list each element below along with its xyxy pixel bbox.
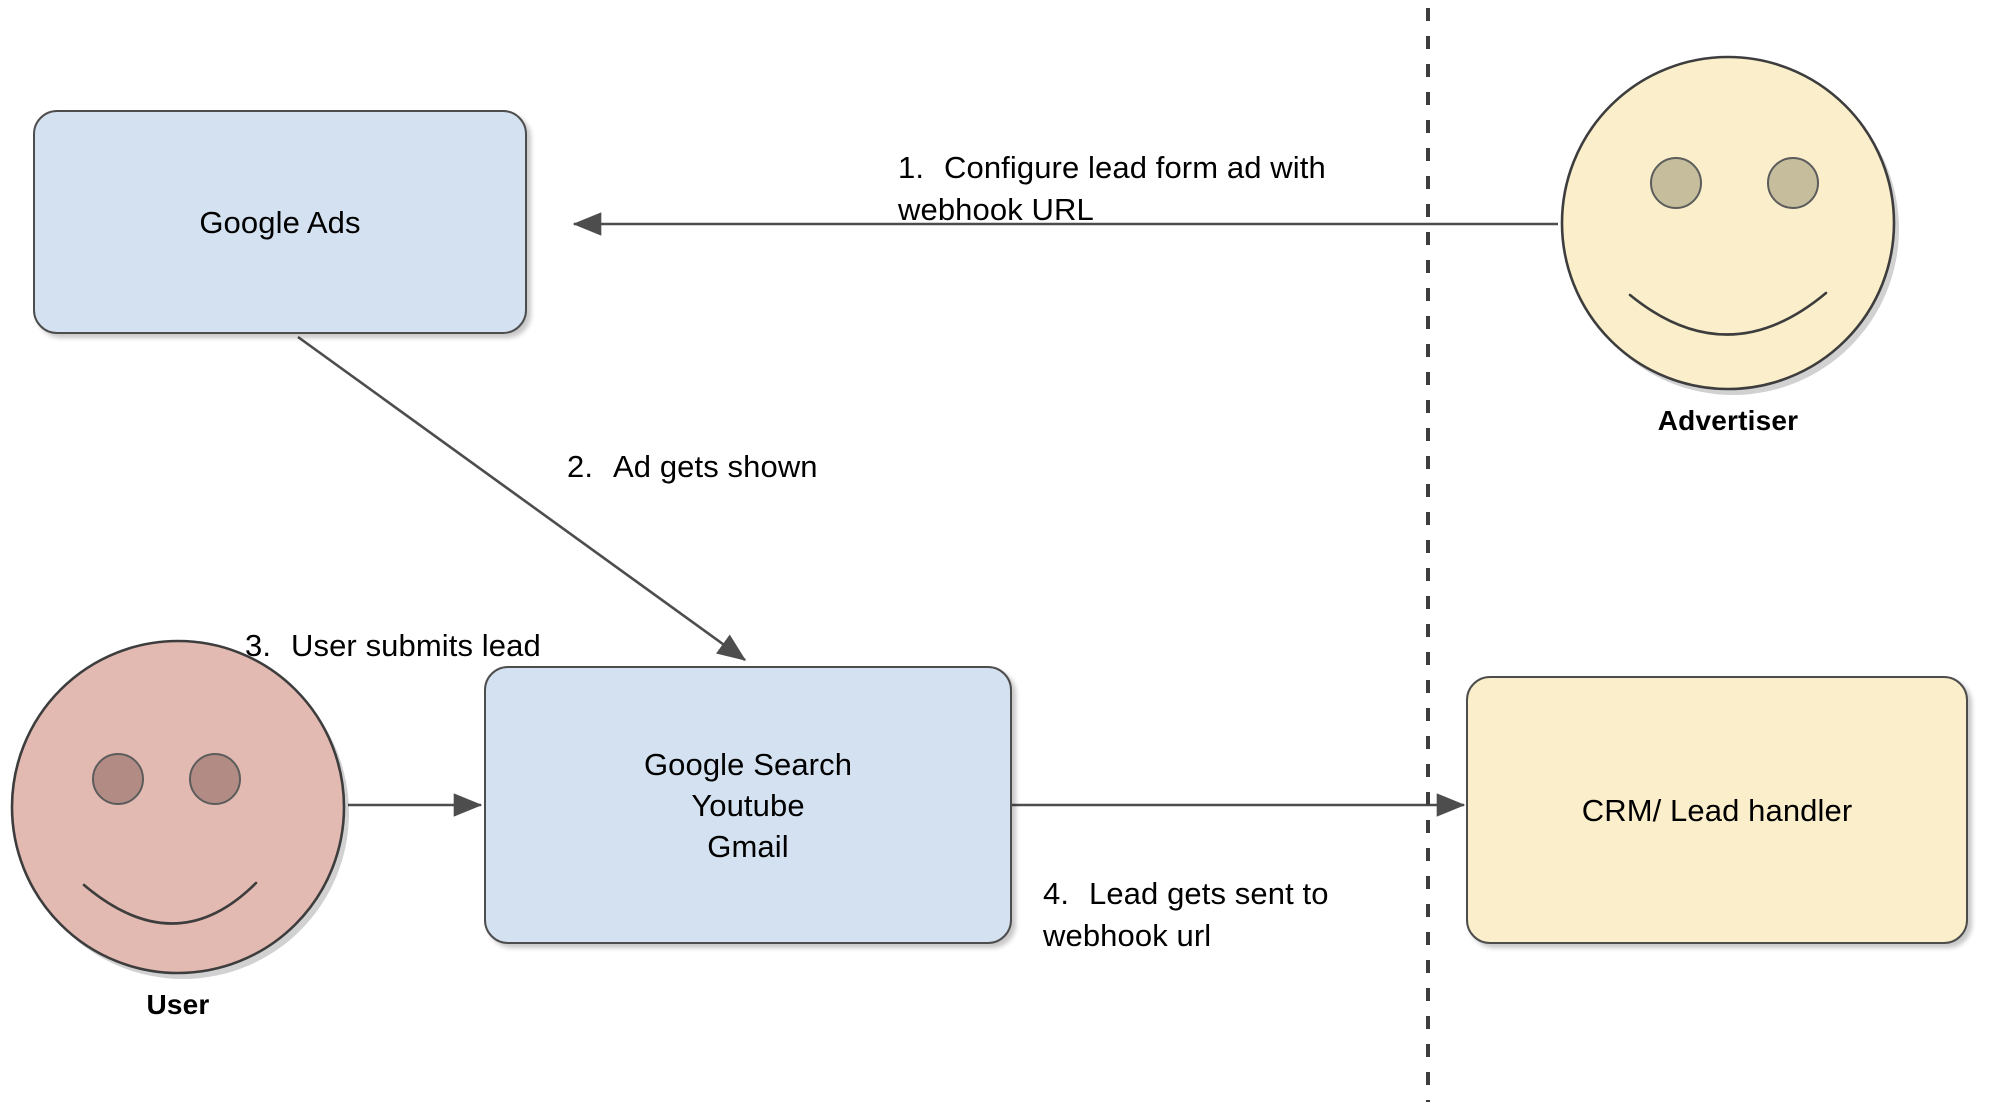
node-google-surfaces-label: Google Search Youtube Gmail xyxy=(643,746,853,864)
smiley-face-icon xyxy=(10,639,349,979)
actor-advertiser-label: Advertiser xyxy=(1657,405,1799,436)
eye-right-icon xyxy=(1767,157,1819,209)
annotation-step-3-text: User submits lead xyxy=(291,628,541,663)
node-crm-lead-handler-label: CRM/ Lead handler xyxy=(1581,792,1853,828)
node-crm-lead-handler[interactable]: CRM/ Lead handler xyxy=(1466,676,1968,944)
node-google-ads-label: Google Ads xyxy=(199,204,361,240)
eye-right-icon xyxy=(189,753,241,805)
annotation-step-1-text: Configure lead form ad with webhook URL xyxy=(898,150,1326,227)
annotation-step-4: 4.Lead gets sent to webhook url xyxy=(1043,831,1443,957)
eye-left-icon xyxy=(92,753,144,805)
annotation-step-2-text: Ad gets shown xyxy=(613,449,818,484)
smile-icon xyxy=(82,881,258,925)
annotation-step-2: 2. Ad gets shown xyxy=(567,404,987,488)
annotation-step-4-number: 4. xyxy=(1043,876,1070,911)
actor-user[interactable]: User xyxy=(8,637,349,1020)
eye-left-icon xyxy=(1650,157,1702,209)
annotation-step-1: 1.Configure lead form ad with webhook UR… xyxy=(898,105,1418,231)
annotation-step-1-number: 1. xyxy=(898,150,925,185)
annotation-step-2-number: 2. xyxy=(567,449,594,484)
smiley-face-icon xyxy=(1560,55,1899,395)
actor-advertiser[interactable]: Advertiser xyxy=(1558,53,1899,436)
actor-user-label: User xyxy=(146,989,210,1020)
node-google-ads[interactable]: Google Ads xyxy=(33,110,527,334)
annotation-step-3-number: 3. xyxy=(245,628,272,663)
node-google-surfaces[interactable]: Google Search Youtube Gmail xyxy=(484,666,1012,944)
annotation-step-3: 3. User submits lead xyxy=(245,583,665,667)
smile-icon xyxy=(1628,291,1828,336)
annotation-step-4-text: Lead gets sent to webhook url xyxy=(1043,876,1329,953)
